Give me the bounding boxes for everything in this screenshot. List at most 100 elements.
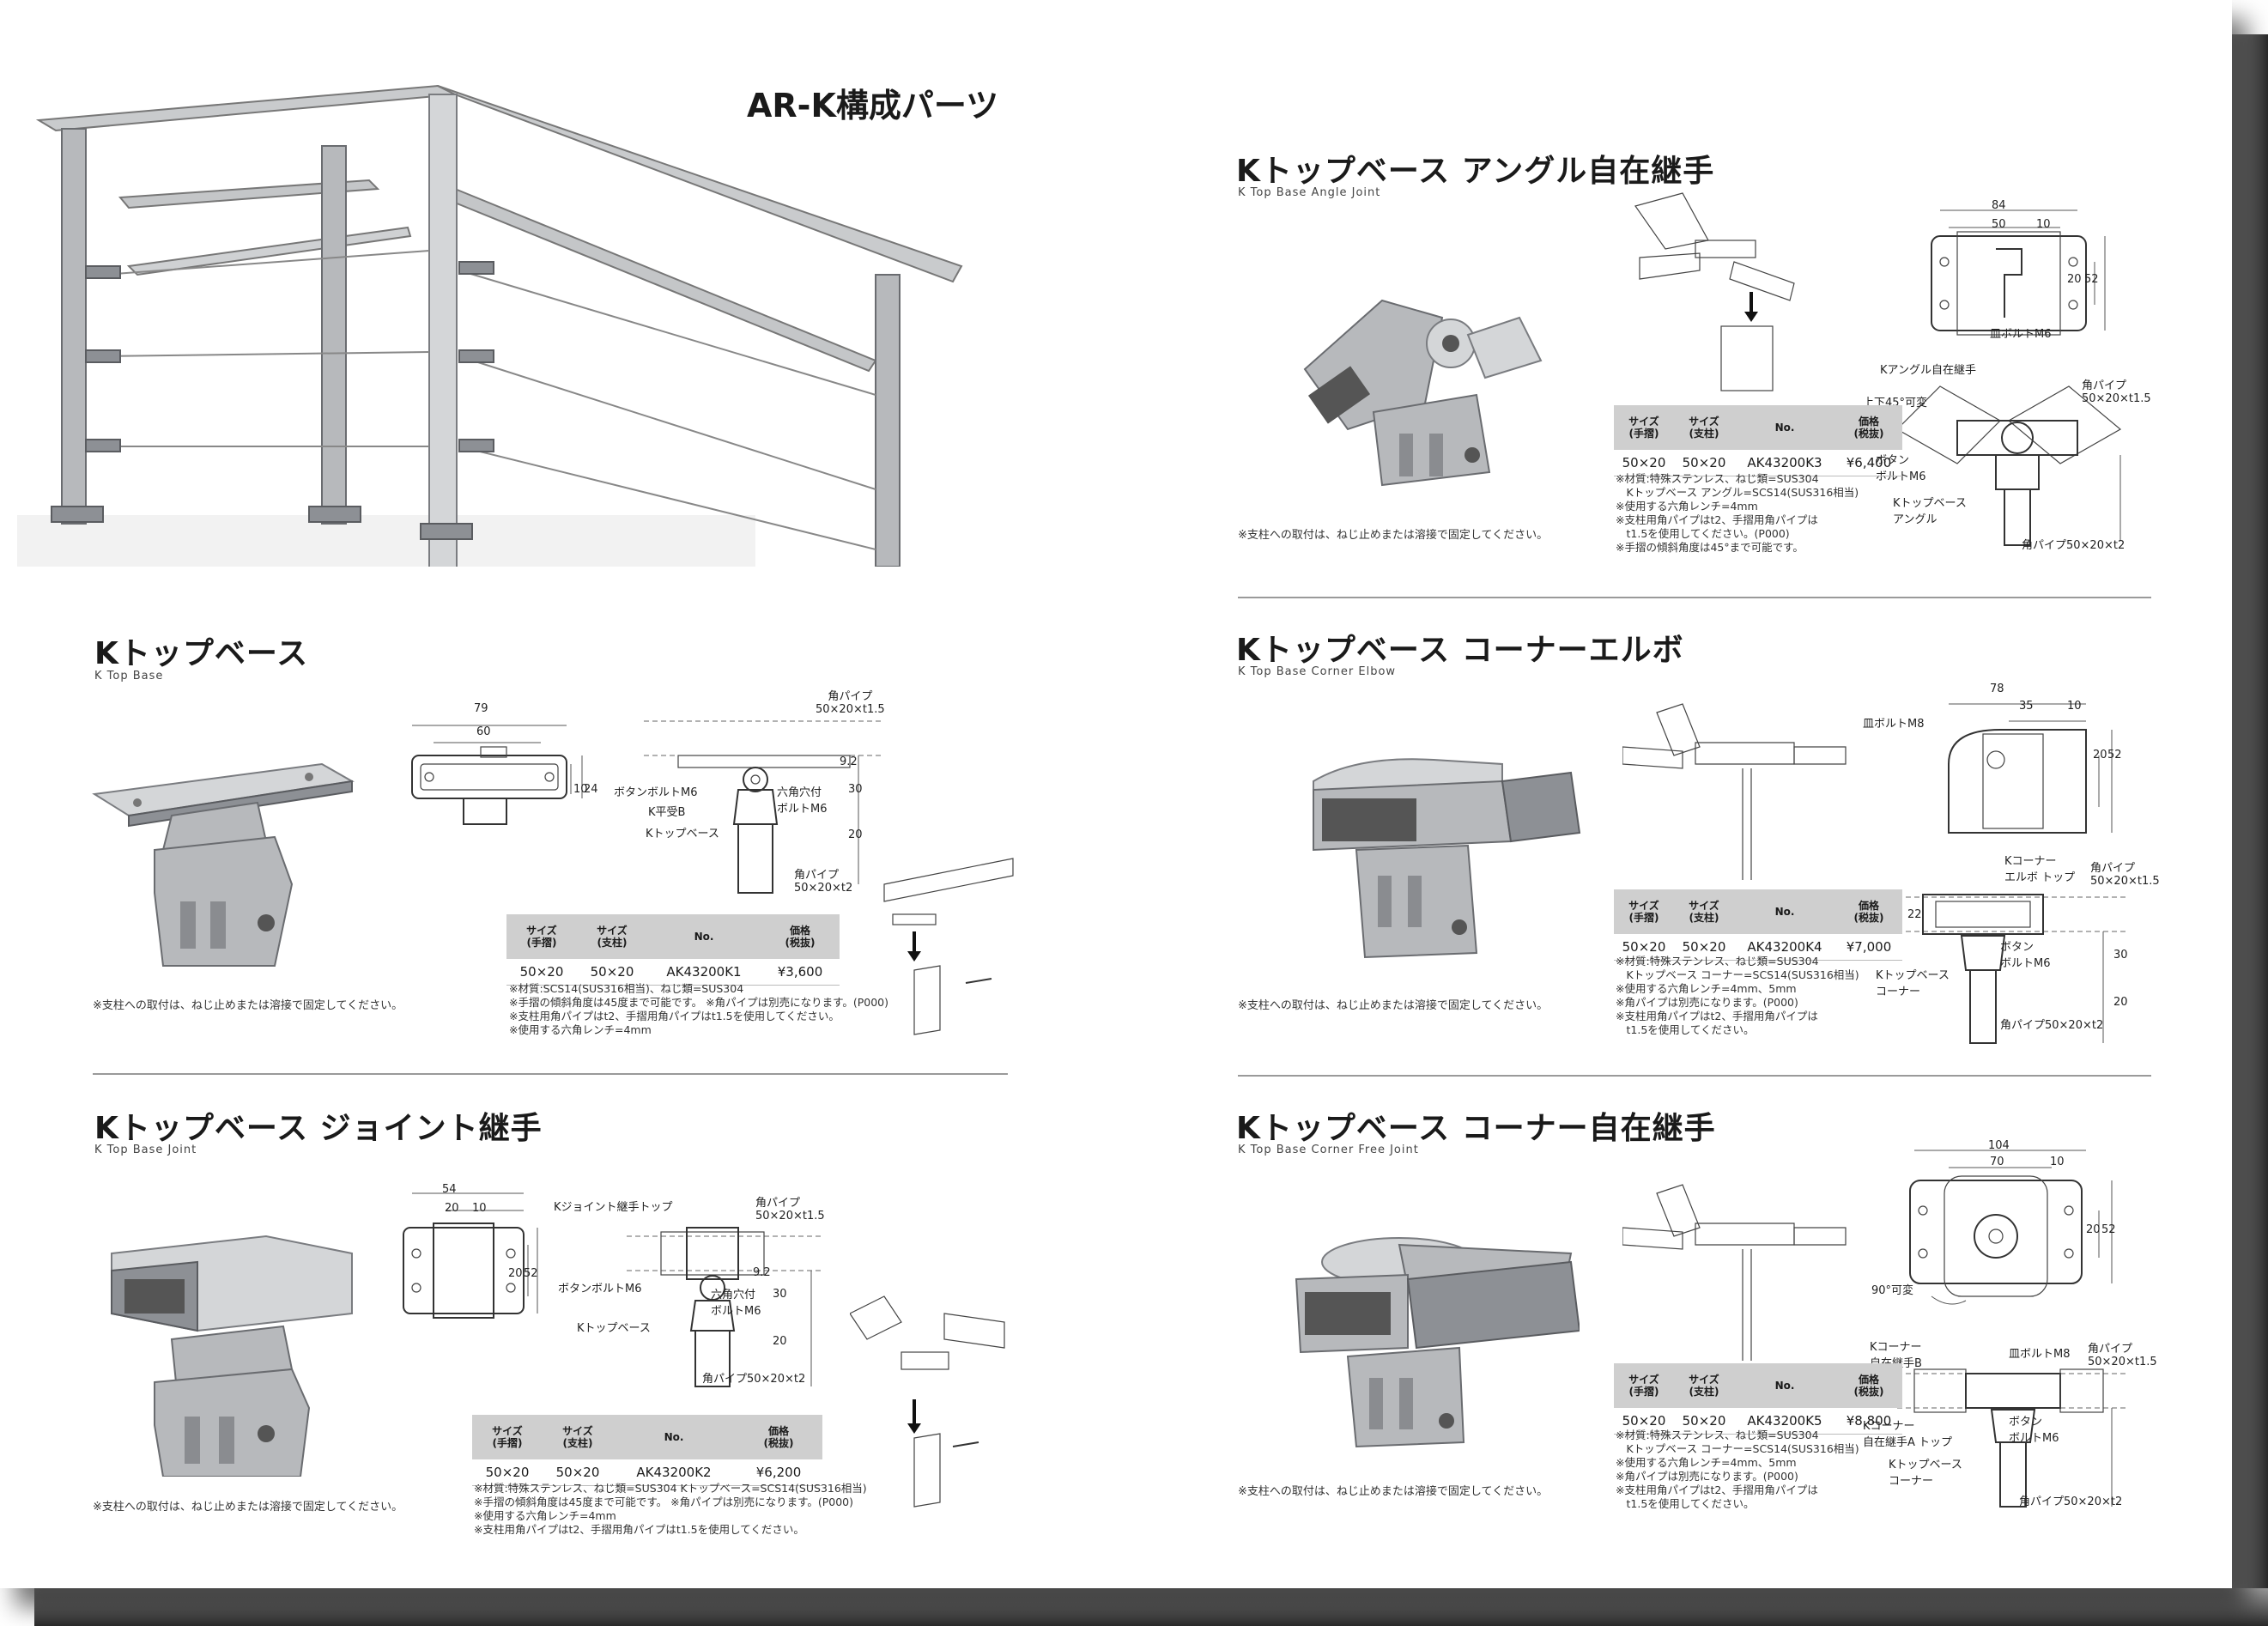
table-header: 価格 (税抜) [1835, 405, 1902, 450]
section-title-joint: Kトップベース ジョイント継手 [94, 1111, 543, 1146]
joint-label-button-bolt: ボタンボルトM6 [558, 1283, 642, 1295]
elbow-dim-h2: 52 [2107, 749, 2122, 761]
note-line: ※材質:特殊ステンレス、ねじ類=SUS304 [1616, 955, 1819, 968]
joint-dim-d2: 30 [773, 1288, 787, 1301]
joint-dim-w1: 54 [442, 1183, 457, 1196]
elbow-dim-d2: 30 [2113, 949, 2128, 962]
free-install-note: ※支柱への取付は、ねじ止めまたは溶接で固定してください。 [1238, 1485, 1549, 1498]
joint-dim-h2: 52 [524, 1267, 538, 1280]
note-line: ※支柱用角パイプはt2、手摺用角パイプはt1.5を使用してください。 [474, 1523, 804, 1536]
table-header: サイズ (手摺) [1614, 1363, 1674, 1408]
section-title-elbow: Kトップベース コーナーエルボ [1236, 633, 1684, 668]
angle-dim-w1: 84 [1992, 199, 2006, 212]
free-dim-h2: 52 [2101, 1223, 2116, 1236]
free-spec-table-wrap: サイズ (手摺) サイズ (支柱) No. 価格 (税抜) 50×20 50×2… [1614, 1363, 1902, 1435]
table-header: No. [1734, 889, 1835, 934]
free-side-drawing [1897, 1368, 2129, 1508]
table-cell: ¥6,400 [1835, 450, 1902, 476]
base-install-note: ※支柱への取付は、ねじ止めまたは溶接で固定してください。 [93, 999, 403, 1012]
angle-label-dish-bolt: 皿ボルトM6 [1990, 328, 2052, 341]
table-header: サイズ (手摺) [506, 914, 577, 959]
note-line: ※手摺の傾斜角度は45°まで可能です。 [1616, 541, 1804, 554]
angle-install-sketch [1634, 192, 1795, 391]
note-line: t1.5を使用してください。 [1616, 1023, 1755, 1036]
angle-label-joint: Kアングル自在継手 [1880, 364, 1977, 377]
railing-assembly-illustration [17, 84, 963, 567]
note-line: t1.5を使用してください。 [1616, 1497, 1755, 1510]
joint-label-hex-bolt: 六角穴付 ボルトM6 [711, 1289, 761, 1318]
elbow-dim-d1: 22 [1907, 908, 1922, 921]
note-line: ※使用する六角レンチ=4mm [474, 1509, 616, 1522]
angle-install-note: ※支柱への取付は、ねじ止めまたは溶接で固定してください。 [1238, 529, 1549, 542]
base-label-hex-bolt: 六角穴付 ボルトM6 [777, 786, 828, 816]
table-header: サイズ (支柱) [543, 1415, 613, 1459]
free-label-pipe-bottom: 角パイプ50×20×t2 [2019, 1496, 2123, 1508]
elbow-dim-w3: 10 [2067, 700, 2082, 713]
free-dim-w2: 70 [1990, 1156, 2004, 1168]
note-line: ※手摺の傾斜角度は45度まで可能です。 ※角パイプは別売になります。(P000) [474, 1496, 853, 1508]
base-dim-h2: 24 [584, 783, 598, 796]
top-base-product-image [92, 762, 355, 967]
base-notes: ※材質:SCS14(SUS316相当)、ねじ類=SUS304 ※手摺の傾斜角度は… [509, 982, 888, 1037]
note-line: ※材質:特殊ステンレス、ねじ類=SUS304 Kトップベース=SCS14(SUS… [474, 1482, 867, 1495]
joint-notes: ※材質:特殊ステンレス、ねじ類=SUS304 Kトップベース=SCS14(SUS… [474, 1482, 867, 1537]
note-line: ※角パイプは別売になります。(P000) [1616, 996, 1798, 1009]
table-header: 価格 (税抜) [1835, 1363, 1902, 1408]
top-base-side-drawing [644, 720, 884, 894]
table-cell: 50×20 [577, 959, 647, 986]
table-header: サイズ (支柱) [1674, 405, 1734, 450]
base-label-pipe-top: 角パイプ 50×20×t1.5 [816, 690, 885, 716]
angle-spec-table: サイズ (手摺) サイズ (支柱) No. 価格 (税抜) 50×20 50×2… [1614, 405, 1902, 476]
note-line: ※支柱用角パイプはt2、手摺用角パイプは [1616, 1010, 1818, 1022]
joint-label-pipe-bottom: 角パイプ50×20×t2 [702, 1373, 806, 1386]
joint-dim-d3: 20 [773, 1335, 787, 1348]
table-header: No. [647, 914, 761, 959]
table-cell: 50×20 [506, 959, 577, 986]
joint-install-sketch [850, 1295, 1005, 1508]
free-label-button-bolt: ボタン ボルトM6 [2009, 1416, 2059, 1445]
angle-dim-w2: 50 [1992, 218, 2006, 231]
joint-install-note: ※支柱への取付は、ねじ止めまたは溶接で固定してください。 [93, 1501, 403, 1514]
note-line: ※支柱用角パイプはt2、手摺用角パイプは [1616, 513, 1818, 526]
section-title-base: Kトップベース [94, 636, 309, 671]
table-cell: AK43200K2 [613, 1459, 735, 1486]
angle-dimension-drawing [1931, 209, 2106, 336]
joint-product-image [111, 1235, 353, 1477]
elbow-notes: ※材質:特殊ステンレス、ねじ類=SUS304 Kトップベース コーナー=SCS1… [1616, 955, 1859, 1037]
table-cell: ¥7,000 [1835, 934, 1902, 961]
base-spec-table-wrap: サイズ (手摺) サイズ (支柱) No. 価格 (税抜) 50×20 50×2… [506, 914, 840, 986]
joint-label-ktop: Kトップベース [577, 1322, 651, 1335]
joint-spec-table: サイズ (手摺) サイズ (支柱) No. 価格 (税抜) 50×20 50×2… [472, 1415, 822, 1486]
note-line: Kトップベース コーナー=SCS14(SUS316相当) [1616, 1442, 1859, 1455]
angle-side-drawing [1896, 385, 2122, 546]
note-line: ※材質:SCS14(SUS316相当)、ねじ類=SUS304 [509, 982, 744, 995]
note-line: ※角パイプは別売になります。(P000) [1616, 1470, 1798, 1483]
free-spec-table: サイズ (手摺) サイズ (支柱) No. 価格 (税抜) 50×20 50×2… [1614, 1363, 1902, 1435]
table-header: サイズ (手摺) [1614, 889, 1674, 934]
base-dim-d1: 9.2 [840, 755, 858, 768]
free-label-dish-bolt: 皿ボルトM8 [2009, 1348, 2071, 1361]
table-cell: ¥8,800 [1835, 1408, 1902, 1435]
base-dim-w2: 60 [476, 725, 491, 738]
angle-label-pipe-bottom: 角パイプ50×20×t2 [2022, 539, 2125, 552]
table-header: 価格 (税抜) [1835, 889, 1902, 934]
top-base-install-sketch [883, 858, 1014, 1035]
table-header: No. [613, 1415, 735, 1459]
divider-left-1 [93, 1073, 1008, 1075]
catalog-page: AR-K構成パーツ Kトップベース K Top Base 79 60 10 24 [17, 84, 2160, 1537]
elbow-spec-table-wrap: サイズ (手摺) サイズ (支柱) No. 価格 (税抜) 50×20 50×2… [1614, 889, 1902, 961]
elbow-dimension-drawing [1948, 703, 2113, 834]
free-label-pipe-top: 角パイプ 50×20×t1.5 [2088, 1343, 2157, 1368]
free-dim-h1: 20 [2086, 1223, 2101, 1236]
note-line: t1.5を使用してください。(P000) [1616, 527, 1790, 540]
table-cell: ¥3,600 [761, 959, 840, 986]
elbow-side-drawing [1889, 894, 2129, 1044]
page-title: AR-K構成パーツ [747, 87, 999, 124]
table-cell: 50×20 [1674, 450, 1734, 476]
table-cell: 50×20 [1674, 934, 1734, 961]
table-cell: AK43200K1 [647, 959, 761, 986]
table-cell: AK43200K4 [1734, 934, 1835, 961]
section-subtitle-free: K Top Base Corner Free Joint [1238, 1144, 1419, 1156]
elbow-dim-h1: 20 [2093, 749, 2107, 761]
base-spec-table: サイズ (手摺) サイズ (支柱) No. 価格 (税抜) 50×20 50×2… [506, 914, 840, 986]
